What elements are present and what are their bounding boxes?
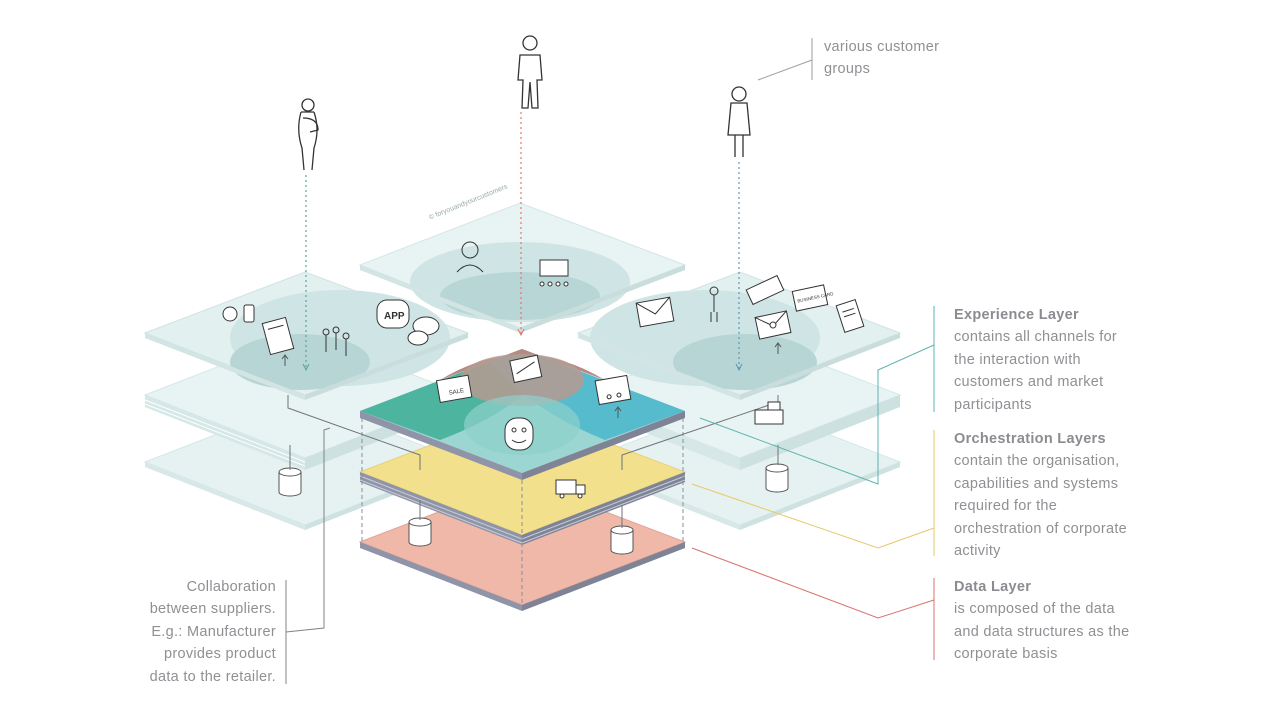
cash-register-icon: [754, 401, 784, 425]
customer-groups-label: various customer groups: [824, 36, 1024, 81]
data-layer-line: and data structures as the: [954, 623, 1130, 640]
orchestration-line: required for the: [954, 498, 1058, 515]
collaboration-callout: [285, 427, 331, 633]
document-icon: [835, 298, 865, 334]
face-icon: [504, 417, 534, 451]
orchestration-layers-title: Orchestration Layers: [954, 431, 1106, 447]
sale-sign-icon: [435, 374, 473, 404]
businessman-icon: [709, 286, 719, 322]
customer-figure-center: [517, 35, 543, 109]
up-arrows: [281, 342, 782, 418]
experience-line: the interaction with: [954, 351, 1081, 368]
orchestration-line: orchestration of corporate: [954, 520, 1128, 537]
experience-callout: [699, 344, 935, 485]
magazine-icon: [261, 316, 295, 356]
data-layer-label: Data Layer is composed of the data and d…: [954, 576, 1174, 666]
collaboration-line: E.g.: Manufacturer: [151, 623, 276, 640]
experience-line: contains all channels for: [954, 329, 1118, 346]
envelope-icon: [635, 296, 675, 328]
database-icon: [278, 467, 302, 497]
book-icon: [745, 274, 785, 306]
orchestration-callout: [691, 483, 935, 549]
channel-icons: [222, 241, 865, 499]
orchestration-line: contain the organisation,: [954, 453, 1120, 470]
experience-line: participants: [954, 396, 1032, 413]
phone-icon: [243, 304, 255, 323]
database-icon: [765, 463, 789, 493]
callout-lines: [285, 38, 935, 684]
email-icon: [754, 310, 792, 340]
customer-figure-right: [727, 86, 751, 157]
business-card-icon: [791, 284, 829, 312]
data-layer-line: is composed of the data: [954, 601, 1115, 618]
database-icon: [408, 517, 432, 547]
cart-sign-icon: [594, 374, 632, 406]
collaboration-label: Collaboration between suppliers. E.g.: M…: [110, 576, 276, 688]
app-label: APP: [384, 311, 405, 322]
coin-icon: [222, 306, 238, 322]
orchestration-line: activity: [954, 543, 1001, 560]
database-icons: [278, 463, 789, 555]
chat-bubbles-icon: [407, 316, 440, 346]
customer-figure-left: [298, 98, 319, 171]
presentation-icon: [539, 259, 569, 287]
experience-line: customers and market: [954, 374, 1104, 391]
data-layer-title: Data Layer: [954, 579, 1032, 595]
orchestration-layers-label: Orchestration Layers contain the organis…: [954, 428, 1174, 562]
data-callout: [691, 547, 935, 619]
customer-groups-callout: [757, 59, 813, 81]
call-center-agent-icon: [456, 241, 484, 273]
delivery-truck-icon: [555, 479, 586, 499]
connector-lines: [287, 395, 779, 528]
database-icon: [610, 525, 634, 555]
collaboration-line: Collaboration: [186, 579, 276, 595]
experience-layer-title: Experience Layer: [954, 307, 1079, 323]
data-layer-line: corporate basis: [954, 646, 1058, 663]
central-stack: [358, 349, 687, 611]
collaboration-line: data to the retailer.: [149, 668, 276, 685]
orchestration-line: capabilities and systems: [954, 475, 1119, 492]
collaboration-line: between suppliers.: [149, 601, 276, 618]
back-stack: [358, 202, 687, 333]
collaboration-line: provides product: [164, 646, 276, 663]
app-bubble-icon: [376, 299, 410, 329]
experience-layer-label: Experience Layer contains all channels f…: [954, 304, 1174, 416]
people-group-icon: [322, 326, 350, 356]
sale-label: SALE: [448, 388, 464, 397]
customer-groups-line1: various customer: [824, 39, 940, 55]
shop-sign-icon: [509, 354, 543, 384]
customer-groups-line2: groups: [824, 61, 871, 78]
